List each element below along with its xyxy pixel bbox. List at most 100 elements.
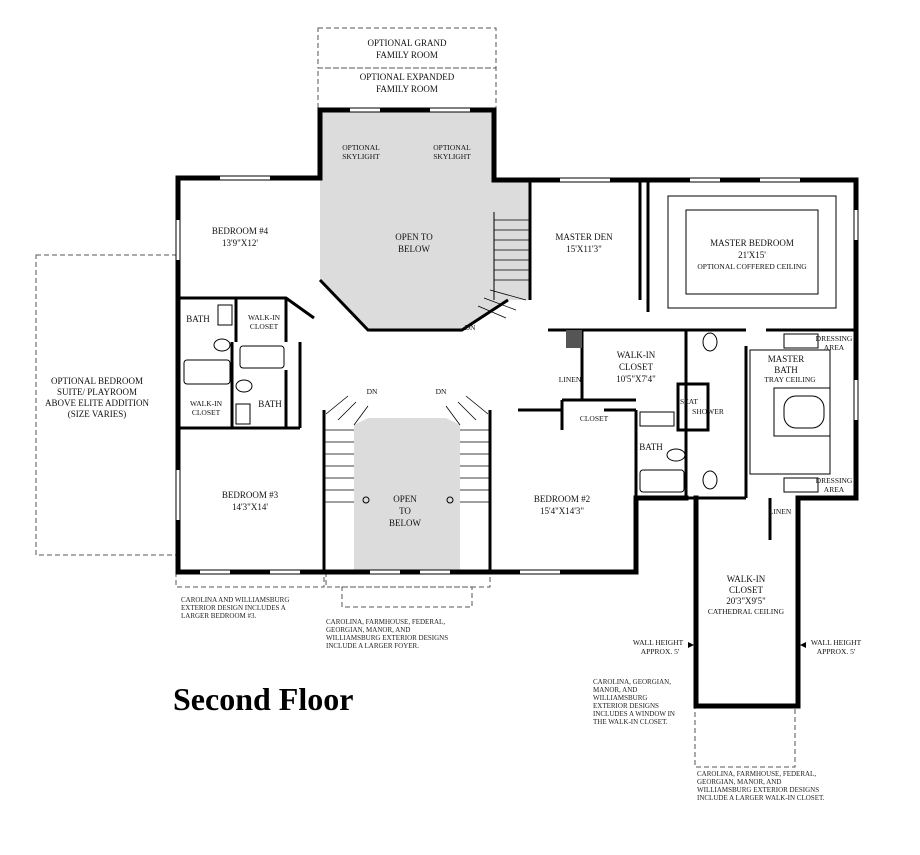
label-wall-height-left-1: WALL HEIGHT	[633, 638, 684, 647]
toilet-bath	[666, 448, 686, 462]
label-bedroom3-name: BEDROOM #3	[222, 490, 279, 500]
label-bedroom4-size: 13'9"X12'	[222, 238, 258, 248]
wall-height-arrow-left	[688, 642, 694, 648]
label-wall-height-right-1: WALL HEIGHT	[811, 638, 862, 647]
label-master-bedroom-ceiling: OPTIONAL COFFERED CEILING	[697, 262, 807, 271]
note-foyer-2: GEORGIAN, MANOR, AND	[326, 626, 410, 634]
label-master-bedroom-name: MASTER BEDROOM	[710, 238, 794, 248]
label-skylight-right-1: OPTIONAL	[433, 143, 471, 152]
label-master-bath-2: BATH	[774, 365, 798, 375]
open-to-below-foyer	[354, 418, 460, 572]
note-closet-3: WILLIAMSBURG EXTERIOR DESIGNS	[697, 786, 819, 794]
label-closet: CLOSET	[580, 414, 609, 423]
label-seat: SEAT	[680, 397, 698, 406]
optional-grand-family-outline	[317, 27, 497, 69]
note-window-6: THE WALK-IN CLOSET.	[593, 718, 668, 726]
stairs-foyer-right	[445, 395, 490, 503]
label-bath-lower: BATH	[258, 399, 282, 409]
label-open-below-top-2: BELOW	[398, 244, 430, 254]
label-walkin-center-size: 10'5"X7'4"	[616, 374, 656, 384]
linen-shelf	[566, 330, 582, 348]
vanity-top	[783, 333, 819, 349]
stairs-upper	[477, 219, 530, 319]
label-linen-left: LINEN	[559, 375, 582, 384]
note-bedroom3-2: EXTERIOR DESIGN INCLUDES A	[181, 604, 286, 612]
sink-lower	[235, 403, 251, 425]
label-master-den-size: 15'X11'3"	[566, 244, 602, 254]
label-dressing-bottom-2: AREA	[824, 485, 845, 494]
label-optional-suite-3: ABOVE ELITE ADDITION	[45, 398, 149, 408]
label-bedroom2-name: BEDROOM #2	[534, 494, 590, 504]
label-walkin-lower-2: CLOSET	[192, 408, 221, 417]
toilet-lower	[235, 379, 253, 393]
label-optional-suite-2: SUITE/ PLAYROOM	[57, 387, 137, 397]
note-closet-2: GEORGIAN, MANOR, AND	[697, 778, 781, 786]
newel-left	[362, 496, 370, 504]
label-open-below-foyer-1: OPEN	[393, 494, 417, 504]
label-walkin-center-2: CLOSET	[619, 362, 654, 372]
label-bedroom2-size: 15'4"X14'3"	[540, 506, 584, 516]
notes: CAROLINA AND WILLIAMSBURG EXTERIOR DESIG…	[181, 596, 825, 802]
label-linen-right: LINEN	[769, 507, 792, 516]
label-master-bath-ceiling: TRAY CEILING	[764, 375, 816, 384]
interior-walls	[178, 180, 856, 572]
note-window-1: CAROLINA, GEORGIAN,	[593, 678, 671, 686]
page-title: Second Floor	[173, 681, 353, 717]
label-skylight-right-2: SKYLIGHT	[433, 152, 471, 161]
sink-upper	[217, 304, 233, 326]
label-dn-right: DN	[436, 387, 447, 396]
note-bedroom3-3: LARGER BEDROOM #3.	[181, 612, 257, 620]
room-labels: OPTIONAL GRAND FAMILY ROOM OPTIONAL EXPA…	[45, 38, 862, 656]
label-bath-upper: BATH	[186, 314, 210, 324]
label-walkin-center-1: WALK-IN	[617, 350, 656, 360]
bedroom3-extension-outline	[175, 572, 325, 588]
label-dn-upper: DN	[465, 323, 476, 332]
label-bedroom4-name: BEDROOM #4	[212, 226, 269, 236]
label-bedroom3-size: 14'3"X14'	[232, 502, 268, 512]
label-walkin-master-ceiling: CATHEDRAL CEILING	[708, 607, 785, 616]
open-to-below-upper	[320, 112, 530, 332]
label-walkin-master-size: 20'3"X9'5"	[726, 596, 766, 606]
label-shower: SHOWER	[692, 407, 724, 416]
label-walkin-master-1: WALK-IN	[727, 574, 766, 584]
stairs-foyer-left	[324, 395, 369, 503]
label-walkin-lower-1: WALK-IN	[190, 399, 223, 408]
label-grand-family-2: FAMILY ROOM	[376, 50, 438, 60]
label-skylight-left-2: SKYLIGHT	[342, 152, 380, 161]
label-bath-center: BATH	[639, 442, 663, 452]
label-wall-height-left-2: APPROX. 5'	[641, 647, 680, 656]
note-window-2: MANOR, AND	[593, 686, 637, 694]
bathtub-right	[239, 345, 285, 369]
label-open-below-foyer-3: BELOW	[389, 518, 421, 528]
label-dressing-bottom-1: DRESSING	[816, 476, 853, 485]
toilet-master-lower	[702, 470, 718, 490]
toilet-upper	[213, 338, 231, 352]
note-foyer-1: CAROLINA, FARMHOUSE, FEDERAL,	[326, 618, 445, 626]
label-expanded-family-1: OPTIONAL EXPANDED	[360, 72, 455, 82]
label-open-below-top-1: OPEN TO	[395, 232, 433, 242]
label-grand-family-1: OPTIONAL GRAND	[368, 38, 447, 48]
label-skylight-left-1: OPTIONAL	[342, 143, 380, 152]
note-window-5: INCLUDES A WINDOW IN	[593, 710, 675, 718]
label-master-bath-1: MASTER	[768, 354, 805, 364]
label-dressing-top-2: AREA	[824, 343, 845, 352]
vanity-bottom	[783, 477, 819, 493]
label-open-below-foyer-2: TO	[399, 506, 411, 516]
closet-extension-outline	[694, 704, 796, 768]
coffered-ceiling-inner	[685, 209, 819, 295]
bathtub-left	[183, 359, 231, 385]
label-master-den-name: MASTER DEN	[555, 232, 613, 242]
bathtub-bath	[639, 469, 685, 493]
note-window-3: WILLIAMSBURG	[593, 694, 647, 702]
foyer-extension-outline	[325, 572, 491, 588]
foyer-extension-outline-2	[341, 586, 473, 608]
note-closet-4: INCLUDE A LARGER WALK-IN CLOSET.	[697, 794, 825, 802]
note-foyer-3: WILLIAMSBURG EXTERIOR DESIGNS	[326, 634, 448, 642]
note-bedroom3-1: CAROLINA AND WILLIAMSBURG	[181, 596, 289, 604]
label-dressing-top-1: DRESSING	[816, 334, 853, 343]
note-window-4: EXTERIOR DESIGNS	[593, 702, 659, 710]
toilet-master-upper	[702, 332, 718, 352]
label-expanded-family-2: FAMILY ROOM	[376, 84, 438, 94]
label-master-bedroom-size: 21'X15'	[738, 250, 766, 260]
